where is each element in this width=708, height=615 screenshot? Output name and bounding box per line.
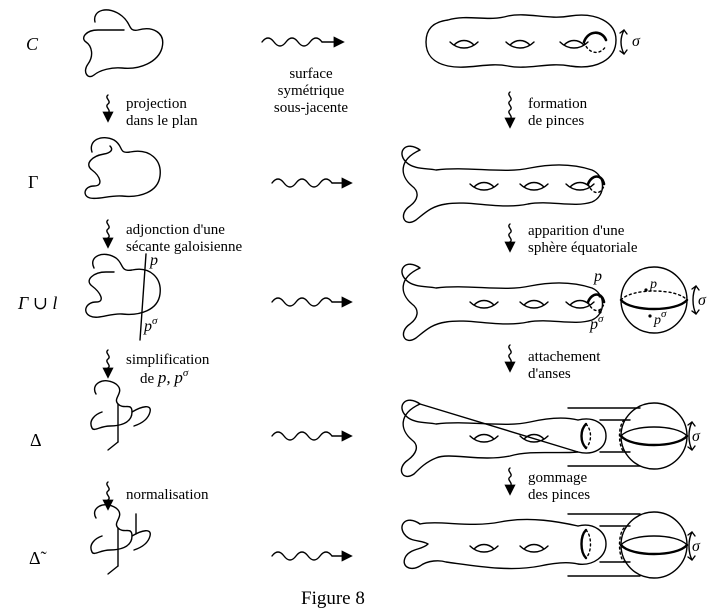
left-step-line: projection <box>126 96 187 112</box>
surface-with-points <box>401 263 606 342</box>
wavy-arrow-4 <box>271 430 353 442</box>
right-step-3: attachement d'anses <box>528 349 600 383</box>
left-step-line: dans le plan <box>126 113 198 129</box>
sphere-p-sigma-label: pσ <box>654 308 666 330</box>
left-step-3: simplification de p, pσ <box>126 352 209 389</box>
surface-pinched <box>401 145 606 224</box>
left-step-line: adjonction d'une <box>126 222 225 238</box>
point-p-sigma-label: pσ <box>590 313 604 335</box>
right-step-line: d'anses <box>528 366 571 382</box>
curve-Gamma-union-l <box>85 253 161 341</box>
right-step-arrow-1 <box>504 91 516 129</box>
right-step-arrow-2 <box>504 223 516 253</box>
middle-label: surface symétrique sous-jacente <box>256 66 366 117</box>
middle-label-line: surface <box>289 66 333 82</box>
right-step-line: des pinces <box>528 487 591 503</box>
curve-Delta <box>90 380 151 451</box>
figure-caption: Figure 8 <box>301 588 365 609</box>
left-step-line: normalisation <box>126 487 209 503</box>
right-step-2: apparition d'une sphère équatoriale <box>528 223 638 257</box>
middle-label-line: symétrique <box>277 83 345 99</box>
row-label-Gamma-union-l: Γ ∪ l <box>18 293 58 313</box>
point-p-label: p <box>594 268 602 285</box>
right-step-arrow-4 <box>504 467 516 496</box>
left-step-line: sécante galoisienne <box>126 239 243 255</box>
curve-Delta-tilde <box>90 504 151 575</box>
wavy-arrow-5 <box>271 550 353 562</box>
sigma-label: σ <box>692 538 700 555</box>
right-step-line: apparition d'une <box>528 223 625 239</box>
sigma-label: σ <box>632 33 640 50</box>
right-step-1: formation de pinces <box>528 96 587 130</box>
point-dots <box>598 288 652 318</box>
p-base: p <box>144 318 152 335</box>
surface-with-handles <box>400 399 696 478</box>
left-step-2: adjonction d'une sécante galoisienne <box>126 222 242 256</box>
sphere-p-label: p <box>650 277 657 292</box>
sigma-superscript: σ <box>598 313 604 325</box>
right-step-arrow-3 <box>504 344 516 373</box>
surface-genus3 <box>425 14 628 68</box>
right-step-line: de pinces <box>528 113 585 129</box>
right-step-line: sphère équatoriale <box>528 240 638 256</box>
curve-Gamma <box>84 136 161 200</box>
surface-final <box>401 511 696 579</box>
wavy-arrow-2 <box>271 177 353 189</box>
right-step-line: attachement <box>528 349 601 365</box>
point-p-sigma-label: pσ <box>144 315 158 337</box>
right-step-line: formation <box>528 96 588 112</box>
sigma-label: σ <box>698 292 706 309</box>
wavy-arrow-1 <box>261 36 345 48</box>
left-step-arrow-3 <box>102 349 114 379</box>
left-step-line: simplification <box>126 352 210 368</box>
left-step-line: de p, pσ <box>140 367 189 387</box>
row-label-Delta: Δ <box>30 430 42 450</box>
row-label-Delta-tilde: Δ̃ <box>29 548 41 568</box>
equatorial-sphere <box>619 266 700 334</box>
right-step-4: gommage des pinces <box>528 470 590 504</box>
point-p-label: p <box>150 252 158 269</box>
sigma-superscript: σ <box>661 308 667 320</box>
sigma-label: σ <box>692 428 700 445</box>
p-base: p <box>654 313 661 328</box>
row-label-C: C <box>26 34 39 54</box>
row-label-Gamma: Γ <box>28 172 39 192</box>
left-step-4: normalisation <box>126 487 209 504</box>
left-step-arrow-2 <box>102 219 114 249</box>
right-step-line: gommage <box>528 470 588 486</box>
curve-C <box>82 9 164 78</box>
wavy-arrow-3 <box>271 296 353 308</box>
p-base: p <box>590 316 598 333</box>
left-step-arrow-1 <box>102 94 114 123</box>
middle-label-line: sous-jacente <box>273 100 349 116</box>
left-step-arrow-4 <box>102 481 114 511</box>
sigma-superscript: σ <box>152 315 158 327</box>
left-step-1: projection dans le plan <box>126 96 198 130</box>
